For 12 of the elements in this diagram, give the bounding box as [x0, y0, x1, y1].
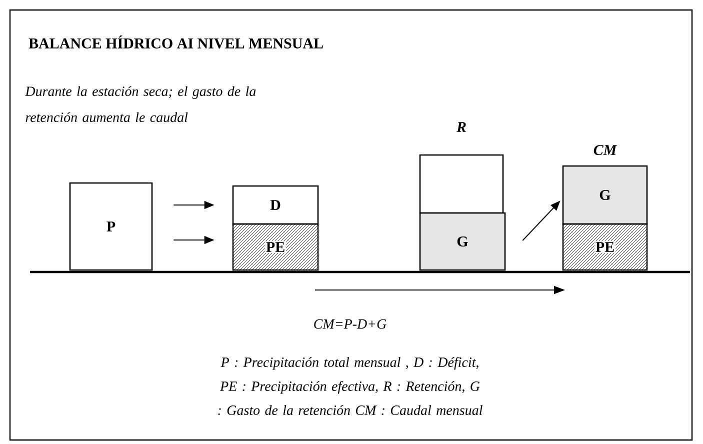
formula: CM=P-D+G [314, 319, 386, 329]
heading: R [456, 122, 466, 132]
hatched-box: PE [562, 223, 648, 271]
title: BALANCE HÍDRICO AI NIVEL MENSUAL [28, 35, 323, 49]
hatched-box: PE [232, 223, 319, 271]
box: D [232, 185, 319, 225]
shaded-box: G [562, 165, 648, 225]
shaded-box: G [419, 212, 506, 271]
description-text: Durante la estación seca; el gasto de la retención aumenta le caudal [25, 86, 256, 122]
legend-text: P : Precipitación total mensual , D : Déficit, PE : Precipitación efectiva, R : Retención, G : Gasto de la retención CM : Caudal mensual [218, 356, 482, 416]
box: P [69, 182, 153, 271]
heading: CM [594, 144, 618, 156]
